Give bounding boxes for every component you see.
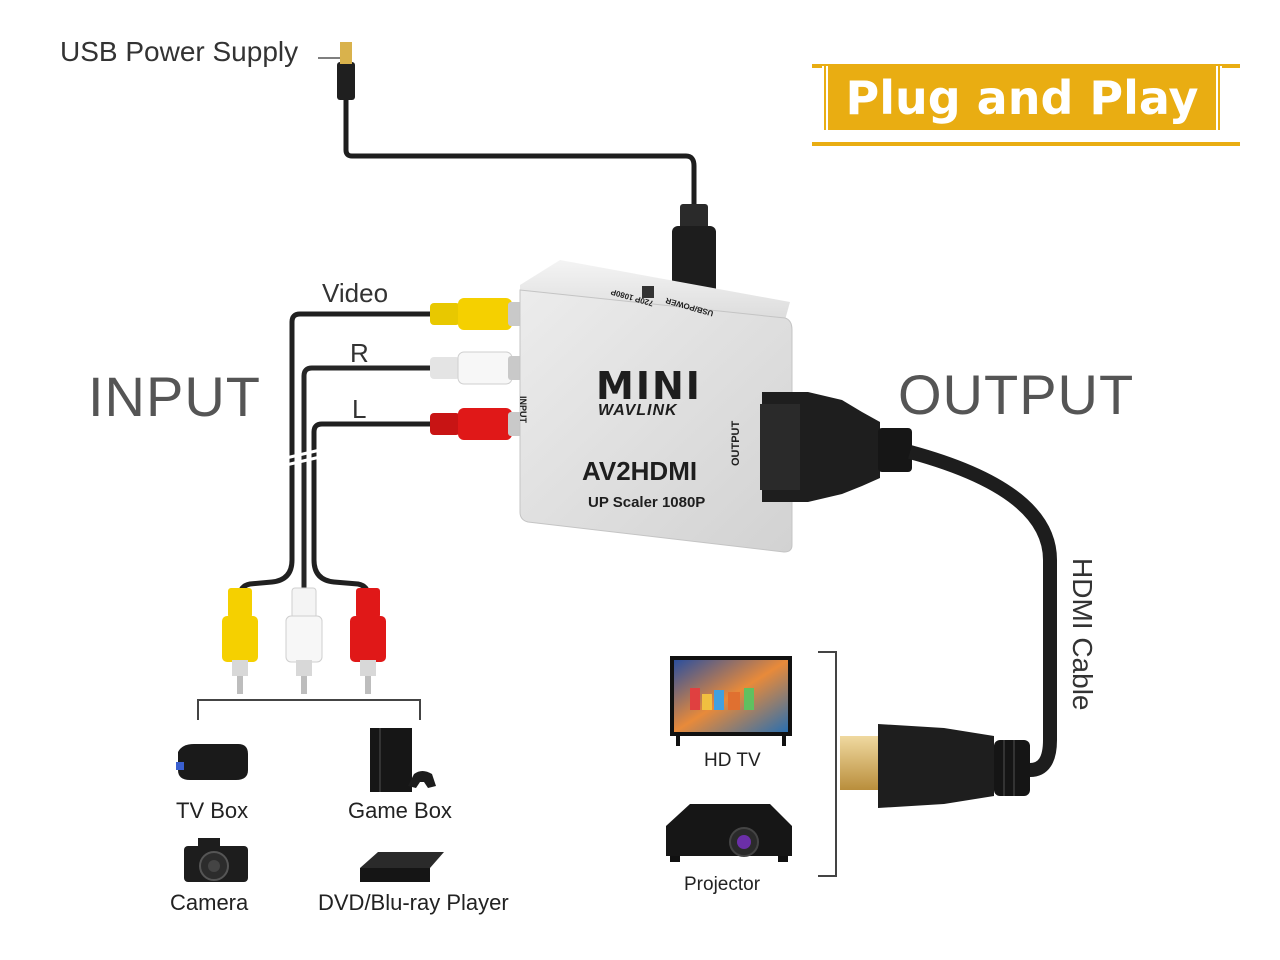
hdmi-plug-converter [760,392,912,502]
converter-port-input: INPUT [518,396,528,423]
converter-box [519,260,793,553]
output-label: OUTPUT [898,363,1135,426]
game-box-label: Game Box [348,798,452,823]
hd-tv-label: HD TV [704,750,761,771]
rca-cable-bundle [237,311,442,597]
rca-plug-audio-white [430,351,526,385]
rca-plug-audio-red [430,408,526,440]
r-label: R [350,338,369,368]
banner-text: Plug and Play [845,71,1199,125]
rca-plug-yellow-bottom [222,588,258,694]
converter-brand-bottom: WAVLINK [598,402,678,419]
dvd-player-icon [360,852,444,882]
tv-box-label: TV Box [176,798,249,823]
plug-and-play-banner: Plug and Play [822,66,1222,130]
converter-subtitle: UP Scaler 1080P [588,494,706,511]
input-label: INPUT [88,365,261,428]
usb-power-cable [318,42,697,210]
dvd-player-label: DVD/Blu-ray Player [318,890,509,915]
hdmi-plug-display [840,724,1030,808]
projector-label: Projector [684,874,761,895]
hdmi-cable-label: HDMI Cable [1067,558,1098,711]
banner-bottom-rule [812,142,1240,146]
converter-port-output: OUTPUT [730,420,742,466]
projector-icon [666,804,792,862]
camera-icon [184,838,248,882]
rca-plug-white-bottom [285,587,323,694]
rca-plug-red-bottom [350,588,386,694]
source-bracket [197,699,421,720]
video-label: Video [322,278,389,308]
rca-plug-video-yellow [430,298,526,330]
game-box-icon [370,728,436,792]
converter-model: AV2HDMI [582,456,698,486]
converter-brand-top: MINI [596,364,702,408]
display-bracket [818,651,837,877]
l-label: L [352,394,367,424]
camera-label: Camera [170,890,249,915]
hdmi-cable [908,445,1057,777]
usb-power-label: USB Power Supply [60,36,299,67]
hd-tv-icon [670,656,792,746]
tv-box-icon [176,744,248,780]
